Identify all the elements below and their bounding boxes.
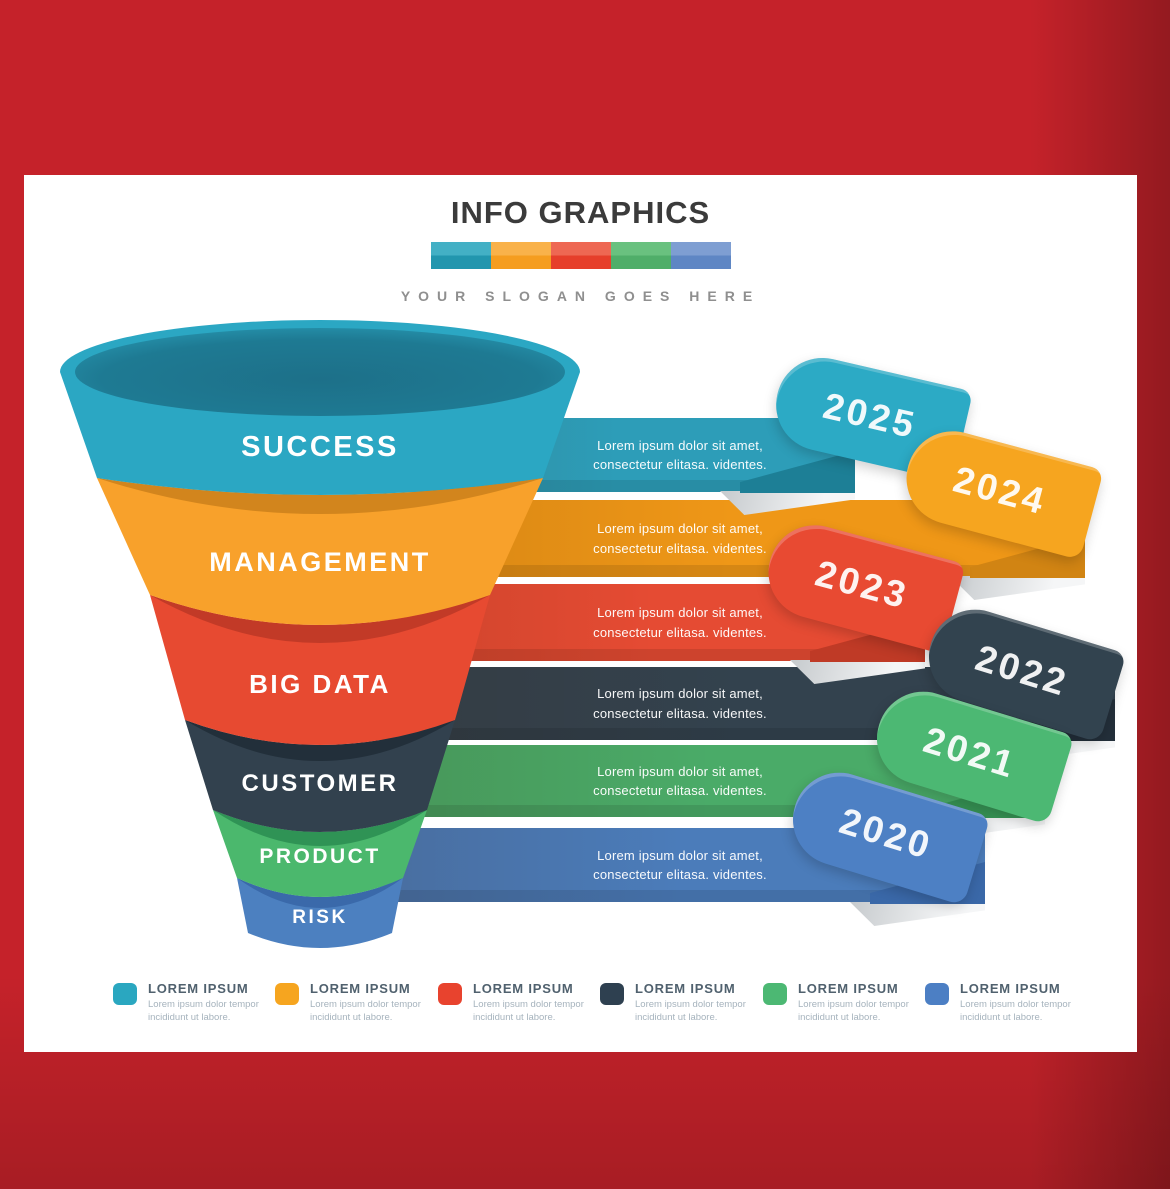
legend-item: LOREM IPSUM Lorem ipsum dolor tempor inc… (113, 981, 271, 1025)
legend-title: LOREM IPSUM (473, 981, 574, 996)
funnel-label-success: SUCCESS (241, 431, 399, 463)
legend-subtext: Lorem ipsum dolor tempor incididunt ut l… (310, 999, 421, 1023)
funnel-label-bigdata: BIG DATA (249, 669, 391, 699)
fold-shadow (850, 902, 985, 926)
legend-swatch (113, 983, 137, 1005)
legend-swatch (600, 983, 624, 1005)
page-title: INFO GRAPHICS (450, 195, 711, 230)
funnel-label-risk: RISK (292, 907, 347, 928)
legend-text: LOREM IPSUM Lorem ipsum dolor tempor inc… (310, 981, 432, 1025)
funnel-level-risk: RISK (237, 878, 403, 948)
legend-text: LOREM IPSUM Lorem ipsum dolor tempor inc… (148, 981, 270, 1025)
palette-segment-blue (670, 242, 731, 269)
year-label: 2025 (819, 384, 921, 446)
bar-text: Lorem ipsum dolor sit amet, consectetur … (593, 686, 767, 721)
infographic-canvas: INFO GRAPHICS YOUR SLOGAN GOES HERE Lore… (24, 175, 1137, 1052)
legend-swatch (275, 983, 299, 1005)
header: INFO GRAPHICS YOUR SLOGAN GOES HERE (24, 195, 1137, 304)
legend-title: LOREM IPSUM (310, 981, 411, 996)
legend-title: LOREM IPSUM (798, 981, 899, 996)
legend-item: LOREM IPSUM Lorem ipsum dolor tempor inc… (275, 981, 433, 1025)
legend-text: LOREM IPSUM Lorem ipsum dolor tempor inc… (798, 981, 920, 1025)
year-label: 2021 (919, 718, 1022, 786)
legend-subtext: Lorem ipsum dolor tempor incididunt ut l… (798, 999, 909, 1023)
legend-swatch (925, 983, 949, 1005)
funnel-label-customer: CUSTOMER (242, 770, 399, 797)
legend-title: LOREM IPSUM (635, 981, 736, 996)
legend-swatch (438, 983, 462, 1005)
legend-text: LOREM IPSUM Lorem ipsum dolor tempor inc… (635, 981, 757, 1025)
legend-item: LOREM IPSUM Lorem ipsum dolor tempor inc… (600, 981, 758, 1025)
palette-segment-orange (490, 242, 551, 269)
bar-text: Lorem ipsum dolor sit amet, consectetur … (593, 437, 767, 473)
legend-title: LOREM IPSUM (960, 981, 1061, 996)
legend-item: LOREM IPSUM Lorem ipsum dolor tempor inc… (925, 981, 1083, 1025)
bar-text: Lorem ipsum dolor sit amet, consectetur … (593, 605, 767, 640)
palette-segment-red (550, 242, 611, 269)
fold-shadow (950, 576, 1085, 600)
slogan: YOUR SLOGAN GOES HERE (400, 288, 761, 304)
funnel-bowl-opening (75, 328, 565, 416)
palette-segment-green (610, 242, 671, 269)
bar-text: Lorem ipsum dolor sit amet, consectetur … (593, 521, 767, 556)
funnel-risk-body (237, 878, 403, 948)
year-label: 2022 (971, 636, 1074, 704)
legend-item: LOREM IPSUM Lorem ipsum dolor tempor inc… (763, 981, 921, 1025)
legend-subtext: Lorem ipsum dolor tempor incididunt ut l… (635, 999, 746, 1023)
year-label: 2023 (811, 552, 913, 617)
year-label: 2024 (949, 458, 1051, 523)
legend-text: LOREM IPSUM Lorem ipsum dolor tempor inc… (473, 981, 595, 1025)
legend-subtext: Lorem ipsum dolor tempor incididunt ut l… (148, 999, 259, 1023)
legend-subtext: Lorem ipsum dolor tempor incididunt ut l… (960, 999, 1071, 1023)
bar-text: Lorem ipsum dolor sit amet, consectetur … (593, 763, 767, 799)
funnel-label-product: PRODUCT (259, 845, 380, 868)
palette-bar (430, 242, 731, 269)
funnel-risk-rim (237, 878, 403, 908)
palette-segment-teal (430, 242, 491, 269)
legend-item: LOREM IPSUM Lorem ipsum dolor tempor inc… (438, 981, 596, 1025)
legend-swatch (763, 983, 787, 1005)
bar-text: Lorem ipsum dolor sit amet, consectetur … (593, 847, 767, 883)
legend-subtext: Lorem ipsum dolor tempor incididunt ut l… (473, 999, 584, 1023)
legend-text: LOREM IPSUM Lorem ipsum dolor tempor inc… (960, 981, 1082, 1025)
year-label: 2020 (835, 799, 938, 867)
legend-title: LOREM IPSUM (148, 981, 249, 996)
